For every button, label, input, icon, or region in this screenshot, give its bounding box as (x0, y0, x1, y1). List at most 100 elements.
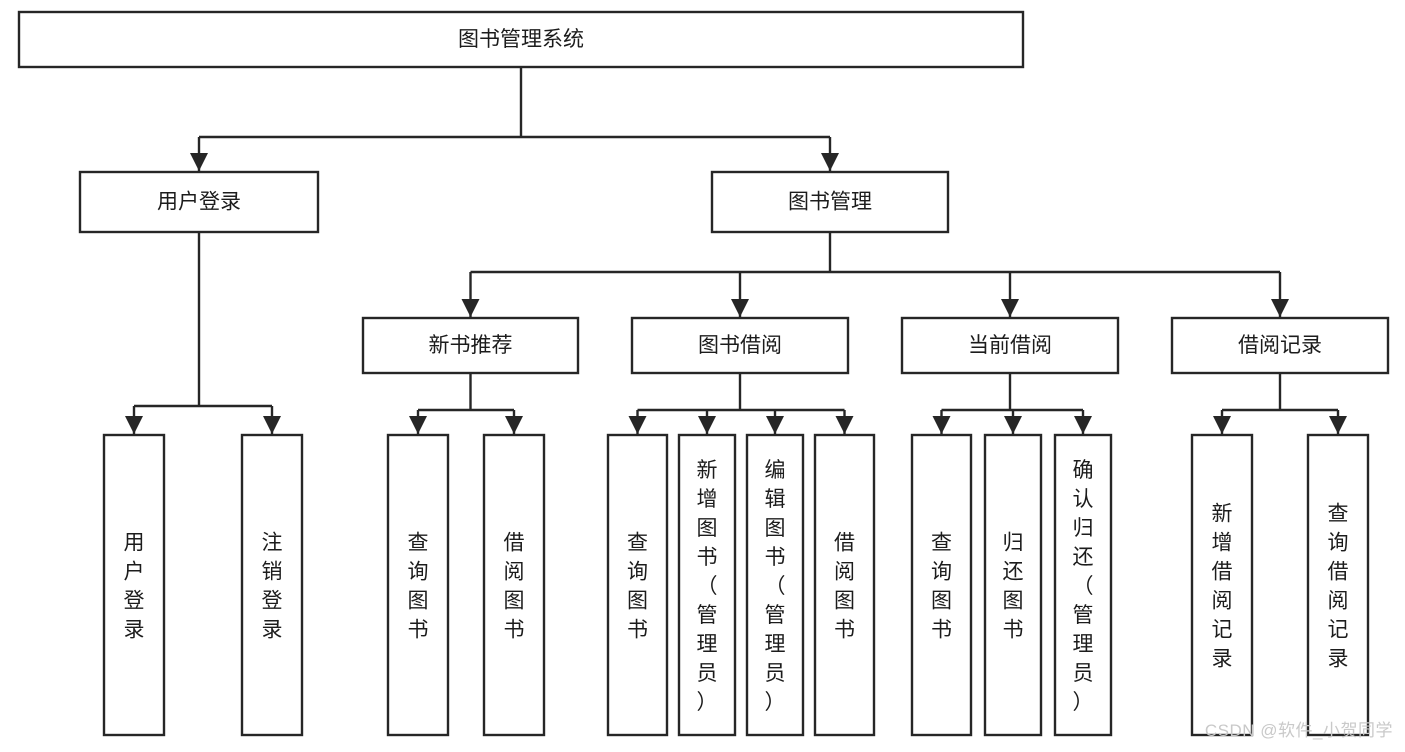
label-char: 询 (1328, 532, 1349, 555)
node-box-leaf-return-book[interactable] (983, 433, 1043, 737)
label-char: （ (765, 575, 786, 598)
node-label-book-management: 图书管理 (788, 191, 872, 214)
new-book-recommend-arrow-0 (409, 416, 427, 434)
label-char: 询 (408, 561, 429, 584)
node-box-user-login[interactable] (78, 170, 320, 234)
label-char: 书 (504, 619, 525, 642)
node-box-leaf-query-book-borrow[interactable] (606, 433, 669, 737)
label-char: 归 (1003, 532, 1024, 555)
node-box-leaf-edit-book[interactable] (745, 433, 805, 737)
node-box-leaf-logout[interactable] (240, 433, 304, 737)
borrow-record-arrow-0 (1213, 416, 1231, 434)
node-label-user-login: 用户登录 (157, 191, 241, 214)
node-label-root: 图书管理系统 (458, 28, 584, 51)
label-char: 询 (931, 561, 952, 584)
label-char: 管 (697, 604, 718, 627)
node-new-book-recommend[interactable]: 新书推荐 (361, 316, 580, 375)
node-box-book-management[interactable] (710, 170, 950, 234)
label-char: （ (697, 575, 718, 598)
label-char: 借 (504, 532, 525, 555)
label-char: 图 (504, 590, 525, 613)
node-box-new-book-recommend[interactable] (361, 316, 580, 375)
current-borrow-arrow-2 (1074, 416, 1092, 434)
node-current-borrow[interactable]: 当前借阅 (900, 316, 1120, 375)
node-label-current-borrow: 当前借阅 (968, 334, 1052, 357)
user-login-arrow-1 (263, 416, 281, 434)
label-char: 借 (1328, 561, 1349, 584)
label-char: 录 (1212, 648, 1233, 671)
label-char: 书 (408, 619, 429, 642)
label-char: 还 (1073, 546, 1094, 569)
label-char: 书 (931, 619, 952, 642)
label-char: 员 (697, 662, 718, 685)
label-char: 图 (408, 590, 429, 613)
label-char: 编 (765, 459, 786, 482)
label-char: 还 (1003, 561, 1024, 584)
label-char: 查 (627, 532, 648, 555)
label-char: 管 (1073, 604, 1094, 627)
node-box-leaf-add-book[interactable] (677, 433, 737, 737)
node-book-management[interactable]: 图书管理 (710, 170, 950, 234)
node-leaf-user-login[interactable]: 用户登录 (102, 433, 166, 737)
borrow-record-arrow-1 (1329, 416, 1347, 434)
node-root[interactable]: 图书管理系统 (17, 10, 1025, 69)
label-char: 理 (1073, 633, 1094, 656)
label-char: 书 (1003, 619, 1024, 642)
label-char: 询 (627, 561, 648, 584)
node-box-leaf-borrow-book[interactable] (813, 433, 876, 737)
label-char: 书 (697, 546, 718, 569)
label-char: 查 (931, 532, 952, 555)
label-char: 图 (697, 517, 718, 540)
label-char: 图 (627, 590, 648, 613)
node-user-login[interactable]: 用户登录 (78, 170, 320, 234)
node-box-leaf-confirm-return[interactable] (1053, 433, 1113, 737)
node-box-leaf-query-book-cur[interactable] (910, 433, 973, 737)
node-box-leaf-query-record[interactable] (1306, 433, 1370, 737)
node-book-borrow[interactable]: 图书借阅 (630, 316, 850, 375)
label-char: 确 (1073, 459, 1094, 482)
node-label-leaf-user-login: 用户登录 (124, 532, 145, 642)
node-box-leaf-query-book-rec[interactable] (386, 433, 450, 737)
label-char: ） (697, 691, 718, 714)
node-borrow-record[interactable]: 借阅记录 (1170, 316, 1390, 375)
node-box-current-borrow[interactable] (900, 316, 1120, 375)
node-box-book-borrow[interactable] (630, 316, 850, 375)
node-box-root[interactable] (17, 10, 1025, 69)
node-box-leaf-user-login[interactable] (102, 433, 166, 737)
label-char: 登 (262, 590, 283, 613)
node-box-borrow-record[interactable] (1170, 316, 1390, 375)
label-char: 增 (697, 488, 718, 511)
label-char: 管 (765, 604, 786, 627)
label-char: 借 (834, 532, 855, 555)
csdn-watermark: CSDN @软件_小贺同学 (1204, 721, 1393, 740)
label-char: 认 (1073, 488, 1094, 511)
node-box-leaf-borrow-book-rec[interactable] (482, 433, 546, 737)
label-char: 图 (1003, 590, 1024, 613)
label-char: 销 (262, 561, 283, 584)
node-box-leaf-add-record[interactable] (1190, 433, 1254, 737)
label-char: 理 (765, 633, 786, 656)
label-char: 查 (1328, 503, 1349, 526)
node-label-borrow-record: 借阅记录 (1238, 334, 1322, 357)
